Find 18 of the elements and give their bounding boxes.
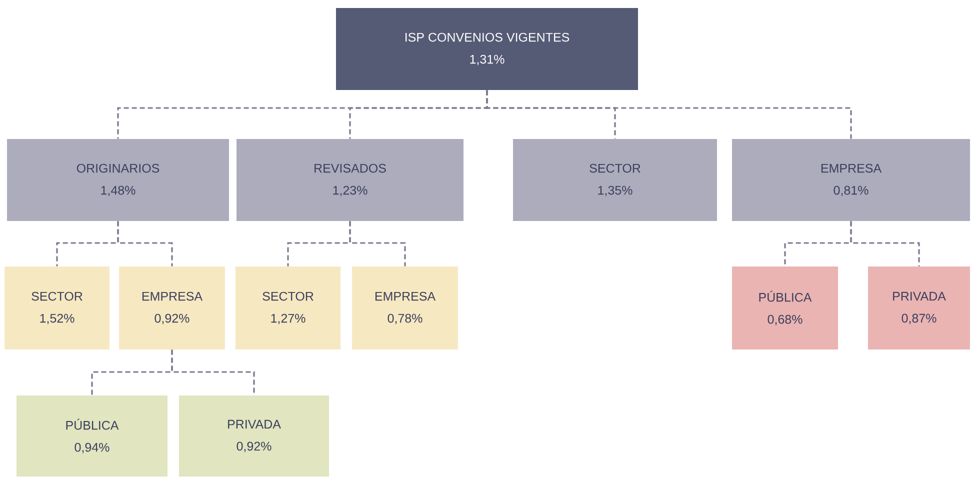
category-box: EMPRESA 0,78% [352, 266, 458, 350]
category-box: PRIVADA 0,92% [179, 396, 329, 476]
category-box: SECTOR 1,52% [4, 266, 110, 350]
connector-line [117, 221, 173, 266]
category-box: REVISADOS 1,23% [236, 139, 464, 221]
category-box: PÚBLICA 0,68% [732, 266, 838, 350]
category-box: ORIGINARIOS 1,48% [7, 139, 229, 221]
connector-line [850, 221, 920, 266]
category-box: EMPRESA 0,81% [732, 139, 970, 221]
category-box: ISP CONVENIOS VIGENTES 1,31% [336, 8, 638, 90]
category-box: EMPRESA 0,92% [119, 266, 225, 350]
category-box: PÚBLICA 0,94% [16, 396, 168, 476]
category-box: SECTOR 1,35% [513, 139, 717, 221]
category-box: PRIVADA 0,87% [868, 266, 970, 350]
connector-line [486, 90, 852, 139]
connector-line [349, 221, 406, 266]
connector-line [171, 350, 255, 396]
category-box: SECTOR 1,27% [236, 266, 340, 350]
